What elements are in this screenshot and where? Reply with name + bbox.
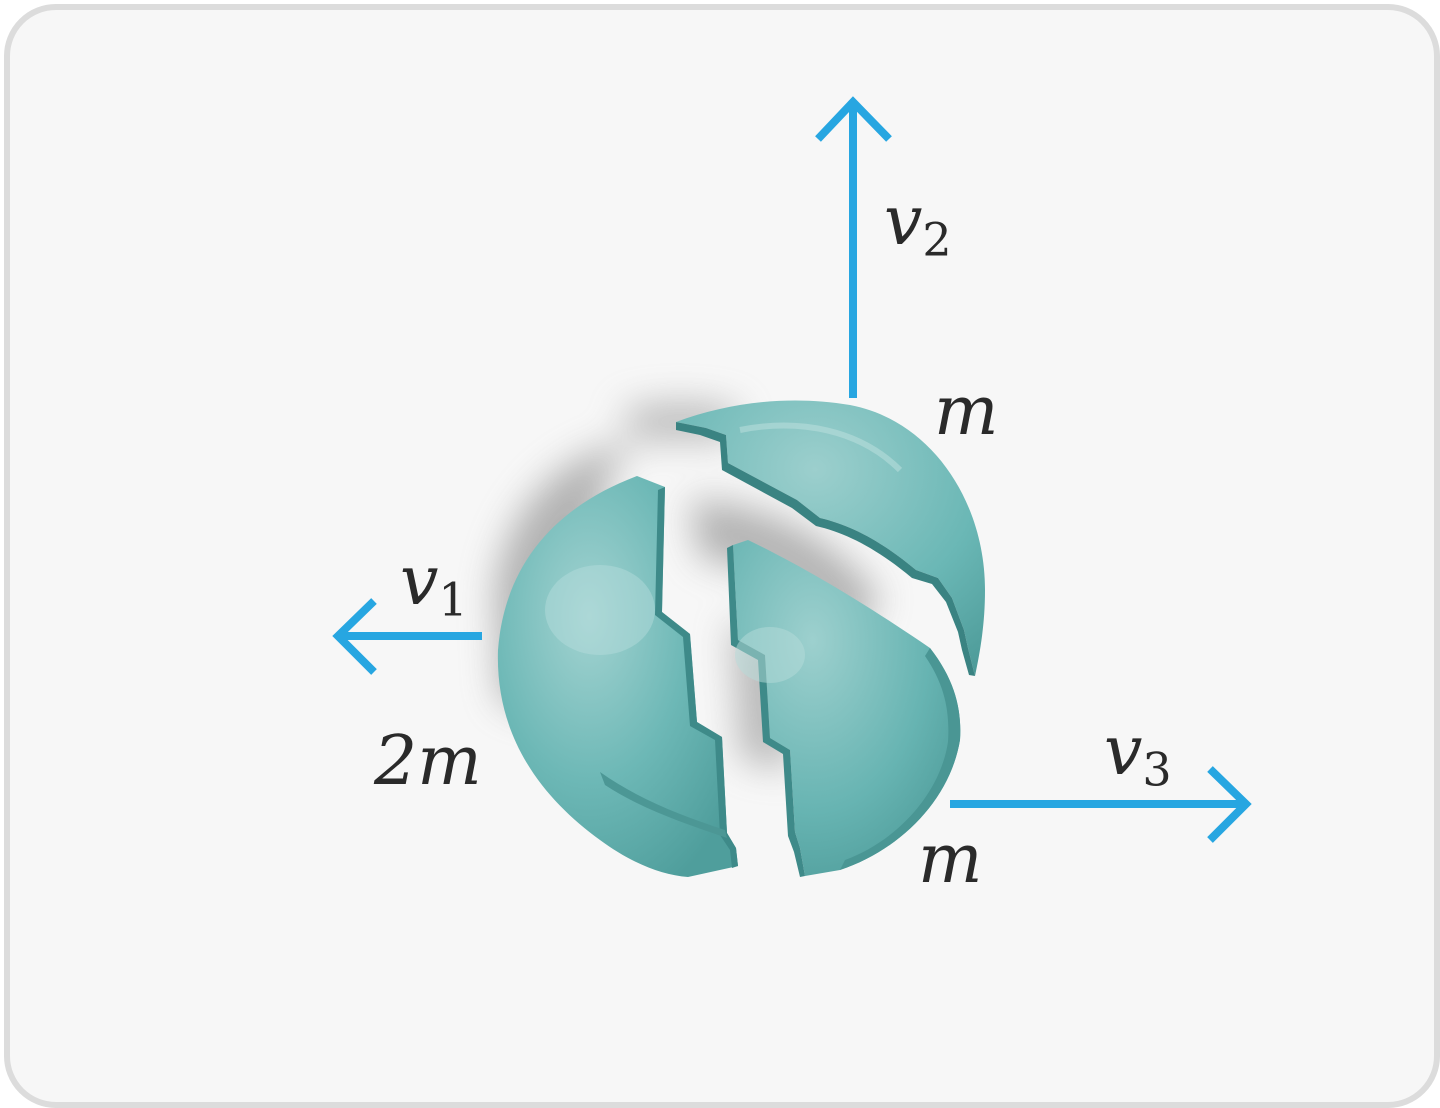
fragment-top <box>676 400 985 676</box>
velocity-label-v1: v1 <box>400 542 468 627</box>
mass-label-left: 2m <box>374 722 482 801</box>
fragment-left <box>497 476 738 877</box>
fragment-bottom <box>727 540 961 877</box>
velocity-label-v2: v2 <box>884 182 952 267</box>
mass-label-top: m <box>934 372 999 451</box>
arrow-left-icon <box>332 598 482 675</box>
velocity-label-v3: v3 <box>1104 712 1172 797</box>
arrow-up-icon <box>815 96 892 398</box>
mass-label-bottom: m <box>918 820 983 899</box>
arrow-right-icon <box>950 766 1252 843</box>
